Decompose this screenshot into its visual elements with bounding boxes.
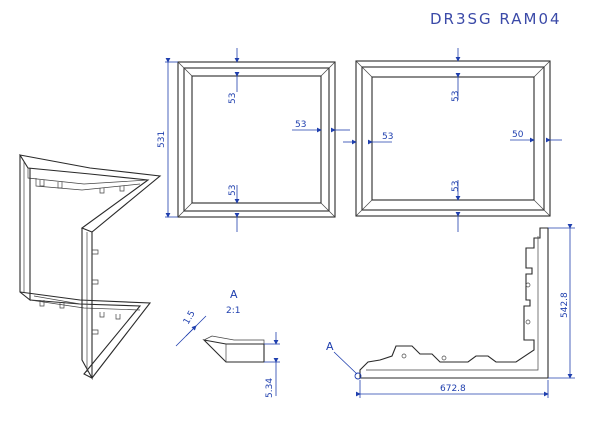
front-side-dimension: 53 bbox=[292, 120, 350, 133]
detail-label: A bbox=[230, 288, 238, 301]
isometric-frame-view bbox=[18, 154, 162, 381]
front-top-dimension: 53 bbox=[228, 48, 240, 104]
back-bottom-dimension: 53 bbox=[451, 180, 461, 232]
callout-label: A bbox=[326, 340, 334, 353]
front-height-text: 531 bbox=[157, 131, 167, 148]
back-top-dimension: 53 bbox=[451, 48, 461, 102]
flat-width-text: 672.8 bbox=[440, 384, 466, 394]
back-side-text: 53 bbox=[382, 132, 393, 142]
detail-height-text: 5.34 bbox=[265, 378, 275, 398]
flat-height-dimension: 542.8 bbox=[548, 224, 575, 379]
callout-a: A bbox=[326, 340, 362, 380]
front-view-frame bbox=[177, 61, 336, 218]
detail-thickness-text: 1.5 bbox=[182, 309, 198, 326]
front-bottom-text: 53 bbox=[228, 185, 238, 196]
detail-scale: 2:1 bbox=[226, 306, 240, 316]
back-top-text: 53 bbox=[451, 91, 461, 102]
front-side-text: 53 bbox=[295, 120, 306, 130]
flat-height-text: 542.8 bbox=[560, 292, 570, 318]
front-height-dimension: 531 bbox=[157, 58, 178, 218]
back-right-text: 50 bbox=[512, 130, 524, 140]
detail-height-dimension: 5.34 bbox=[264, 332, 280, 398]
flat-pattern-view bbox=[359, 227, 549, 379]
back-right-dimension: 50 bbox=[510, 130, 562, 143]
back-side-dimension: 53 bbox=[343, 132, 393, 145]
back-bottom-text: 53 bbox=[451, 181, 461, 192]
detail-thickness-dimension: 1.5 bbox=[175, 309, 207, 347]
drawing-title: DR3SG RAM04 bbox=[430, 10, 562, 28]
front-top-text: 53 bbox=[228, 93, 238, 104]
detail-a-view bbox=[202, 335, 265, 363]
flat-width-dimension: 672.8 bbox=[356, 380, 549, 398]
front-bottom-dimension: 53 bbox=[228, 185, 240, 232]
